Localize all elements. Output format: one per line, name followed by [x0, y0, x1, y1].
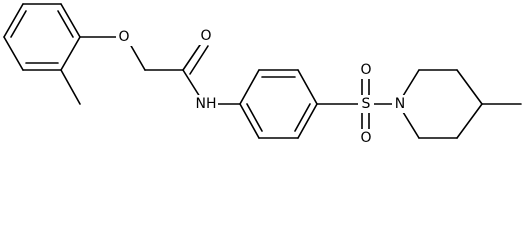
bond: [3, 36, 24, 71]
tolyl-ring: [3, 3, 81, 71]
bond: [246, 103, 263, 132]
bond: [297, 69, 318, 105]
phenylene-ring: [239, 69, 318, 139]
atom-amide-nitrogen: NH: [194, 95, 218, 113]
bond: [57, 10, 74, 38]
bond: [60, 36, 81, 71]
bond: [60, 3, 81, 38]
bond: [402, 111, 420, 139]
atom-piperidine-nitrogen: N: [392, 95, 408, 113]
sulfonyl-oxygen-top-label: O: [360, 62, 371, 78]
atom-carbonyl-oxygen: O: [198, 27, 214, 45]
bond: [402, 69, 420, 97]
bond: [182, 69, 201, 98]
bond: [456, 103, 483, 139]
piperidine-ring: [402, 69, 483, 139]
atom-sulfonyl-oxygen-bottom: O: [358, 129, 374, 147]
bond: [189, 45, 209, 75]
atom-ether-oxygen: O: [116, 28, 132, 46]
amide-nh-label: NH: [196, 96, 217, 112]
sulfonyl-oxygen-bottom-label: O: [360, 130, 371, 146]
carbonyl-oxygen-label: O: [200, 28, 211, 44]
bond: [239, 69, 260, 105]
methyl-bond: [60, 69, 81, 105]
bond: [294, 103, 311, 132]
piperidine-nitrogen-label: N: [395, 96, 405, 112]
atom-sulfonyl-oxygen-top: O: [358, 61, 374, 79]
bond: [297, 103, 318, 139]
atom-sulfur: S: [358, 95, 374, 113]
bond: [182, 41, 203, 71]
bond: [129, 43, 146, 71]
bond: [10, 10, 27, 38]
sulfur-label: S: [362, 96, 371, 112]
bond: [3, 3, 24, 38]
chemical-structure: O O NH S O O N: [3, 3, 522, 147]
bond: [239, 103, 260, 139]
ether-oxygen-label: O: [118, 29, 129, 45]
bond: [456, 69, 483, 105]
